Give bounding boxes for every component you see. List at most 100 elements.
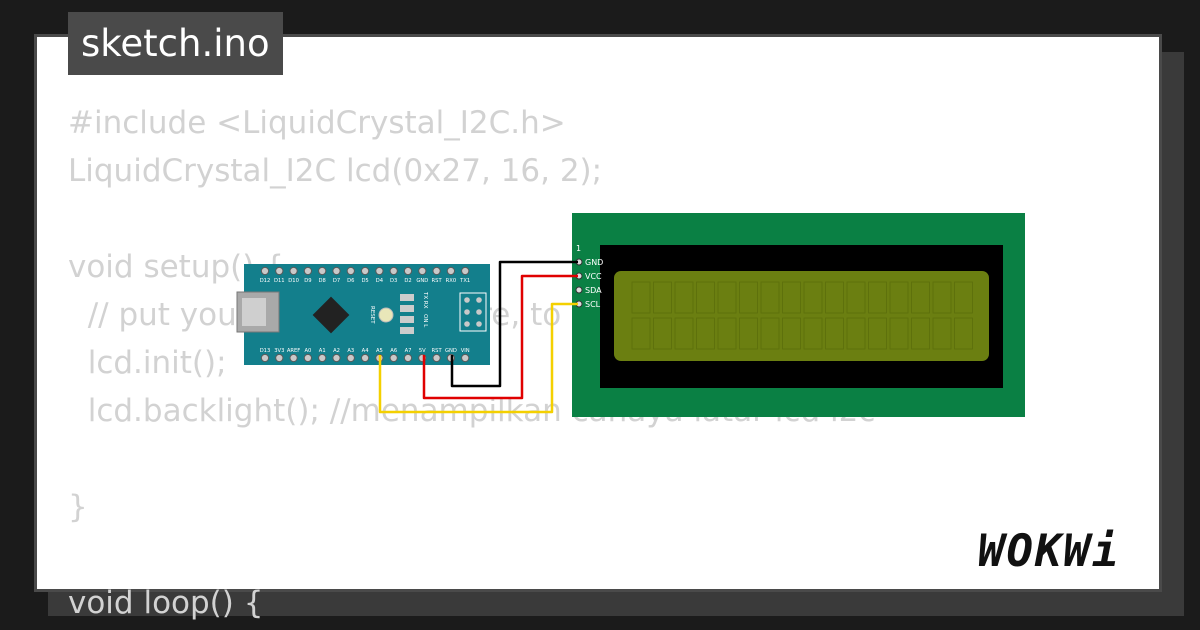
arduino-pin[interactable] [375, 266, 384, 276]
code-line: LiquidCrystal_I2C lcd(0x27, 16, 2); [68, 153, 603, 189]
arduino-pin[interactable] [418, 266, 427, 276]
arduino-pin[interactable] [318, 353, 327, 363]
arduino-pin-label: D5 [361, 278, 368, 284]
lcd-char-cell [911, 281, 930, 314]
lcd-char-cell [717, 281, 737, 314]
scl-wire[interactable] [378, 302, 578, 414]
lcd-pin-label: GND [585, 258, 603, 267]
arduino-pin-label: GND [445, 348, 457, 354]
arduino-pin-label: A7 [405, 348, 412, 354]
arduino-pin[interactable] [303, 266, 312, 276]
arduino-pin-label: A2 [333, 348, 340, 354]
arduino-pin[interactable] [303, 353, 312, 363]
file-tab[interactable]: sketch.ino [68, 12, 283, 75]
arduino-pin[interactable] [461, 266, 470, 276]
arduino-board [244, 264, 490, 365]
lcd-pin-number: 1 [576, 244, 581, 253]
arduino-pin[interactable] [275, 353, 284, 363]
arduino-pin-label: D9 [304, 278, 311, 284]
icsp-pin [464, 321, 470, 327]
lcd-char-cell [803, 317, 823, 350]
wires [378, 260, 578, 414]
reset-label: RESET [369, 306, 375, 324]
arduino-pin-label: D4 [376, 278, 384, 284]
arduino-pin[interactable] [289, 266, 298, 276]
arduino-pin-label: A4 [362, 348, 370, 354]
icsp-pin [464, 297, 470, 303]
arduino-pin[interactable] [389, 266, 398, 276]
arduino-pin[interactable] [275, 266, 284, 276]
code-line: void setup() { [68, 249, 284, 285]
lcd-char-cell [889, 281, 909, 314]
lcd-char-cell [739, 317, 758, 350]
arduino-pin-label: GND [416, 278, 428, 284]
arduino-pin-label: 5V [419, 348, 426, 354]
arduino-pin[interactable] [461, 353, 470, 363]
arduino-pin-label: D11 [274, 278, 285, 284]
icsp-pin [476, 309, 482, 315]
arduino-pin-label: AREF [287, 348, 300, 354]
arduino-pin-label: RST [432, 348, 443, 354]
lcd-char-cell [825, 317, 844, 350]
arduino-pin-label: RX0 [446, 278, 456, 284]
lcd-char-cell [868, 317, 887, 350]
code-editor: #include <LiquidCrystal_I2C.h> LiquidCry… [68, 99, 875, 627]
code-line: #include <LiquidCrystal_I2C.h> [68, 105, 566, 141]
arduino-pin[interactable] [403, 266, 413, 276]
arduino-pin-label: VIN [461, 348, 470, 354]
l-led [400, 327, 414, 334]
arduino-pin-label: D13 [260, 348, 271, 354]
icsp-pin [464, 309, 470, 315]
arduino-pin-label: A6 [390, 348, 397, 354]
vcc-wire[interactable] [422, 274, 578, 400]
arduino-pin-label: D12 [260, 278, 271, 284]
arduino-pin[interactable] [260, 266, 270, 276]
arduino-pin[interactable] [318, 266, 327, 276]
arduino-pin[interactable] [346, 353, 355, 363]
lcd-char-grid [631, 281, 973, 350]
arduino-pin[interactable] [389, 353, 398, 363]
gnd-wire[interactable] [450, 260, 578, 388]
tx-led [400, 294, 414, 301]
lcd-char-cell [825, 281, 844, 314]
arduino-pin[interactable] [403, 353, 413, 363]
reset-button[interactable] [378, 307, 394, 323]
arduino-pin-label: RST [432, 278, 443, 284]
arduino-pin[interactable] [346, 266, 355, 276]
arduino-pin[interactable] [332, 266, 341, 276]
wokwi-logo: WOKWi [978, 526, 1121, 577]
lcd-char-cell [954, 281, 973, 314]
arduino-pin[interactable] [332, 353, 341, 363]
lcd-char-cell [911, 317, 930, 350]
arduino-pin[interactable] [361, 266, 370, 276]
lcd-char-cell [674, 281, 694, 314]
lcd-pin[interactable] [575, 286, 583, 294]
rx-led [400, 305, 414, 312]
lcd-char-cell [760, 281, 780, 314]
lcd-char-cell [932, 281, 952, 314]
lcd-char-cell [760, 317, 780, 350]
lcd-char-cell [696, 281, 715, 314]
arduino-pin-label: D3 [390, 278, 397, 284]
usb-port [242, 298, 266, 326]
arduino-pin[interactable] [361, 353, 370, 363]
icsp-header [459, 292, 487, 332]
arduino-pin[interactable] [446, 266, 455, 276]
code-line: void loop() { [68, 585, 264, 621]
lcd-char-cell [846, 317, 866, 350]
icsp-pin [476, 321, 482, 327]
arduino-pin[interactable] [432, 266, 441, 276]
lcd-char-cell [846, 281, 866, 314]
txrx-label: TX RX [422, 291, 428, 309]
lcd-screen [614, 271, 989, 361]
arduino-pin[interactable] [260, 353, 270, 363]
arduino-pin[interactable] [289, 353, 298, 363]
code-line: } [68, 489, 88, 525]
lcd-char-cell [954, 317, 973, 350]
lcd-char-cell [653, 281, 672, 314]
arduino-pin[interactable] [432, 353, 441, 363]
